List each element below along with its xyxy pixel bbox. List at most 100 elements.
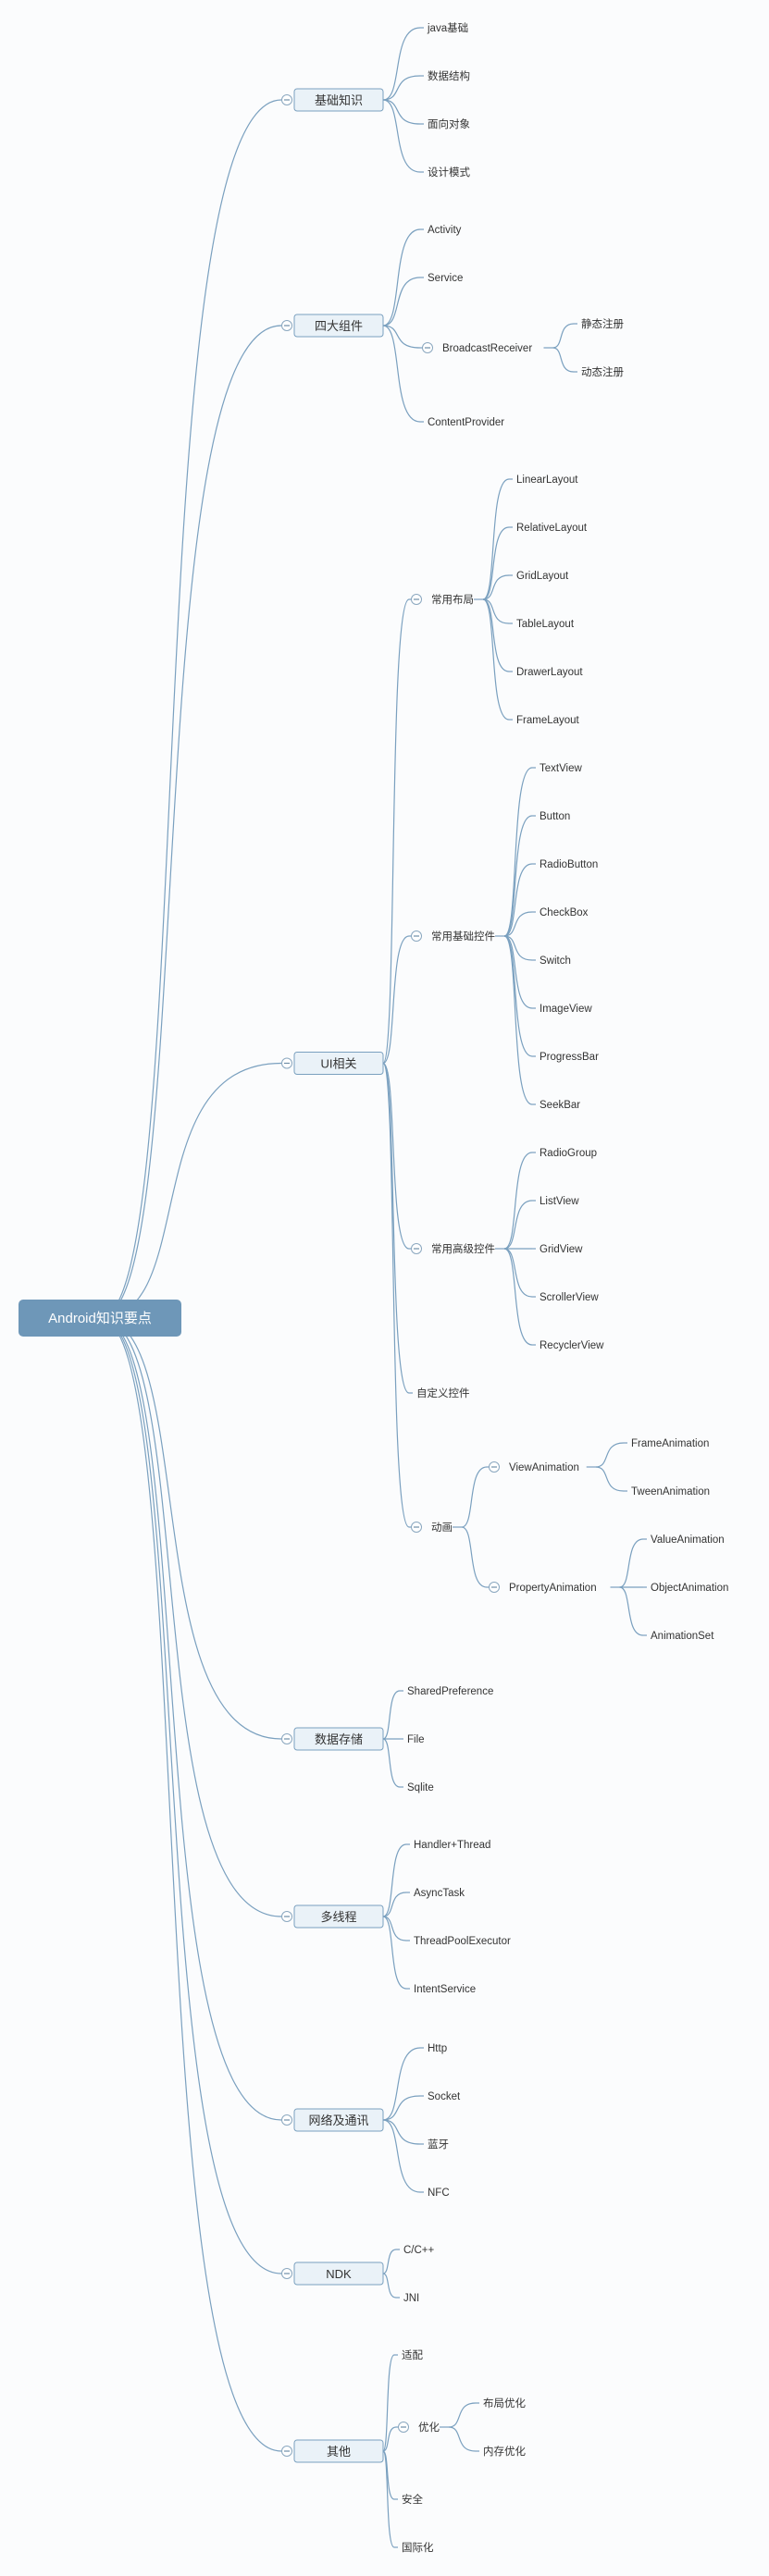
node-常用基础控件: 常用基础控件 [431,930,495,943]
edge [382,1062,410,1394]
node-recyclerview: RecyclerView [540,1340,604,1351]
node-linearlayout: LinearLayout [516,475,578,486]
edge [99,99,282,1319]
collapse-minus-icon[interactable] [281,1911,292,1922]
branch-其他[interactable]: 其他 [293,2439,384,2463]
node-radiogroup: RadioGroup [540,1148,597,1159]
node-内存优化: 内存优化 [483,2445,526,2458]
node-sharedpreference: SharedPreference [407,1686,493,1697]
node-checkbox: CheckBox [540,907,589,918]
node-蓝牙: 蓝牙 [428,2138,449,2151]
collapse-minus-icon[interactable] [411,1243,422,1254]
edge [382,1738,401,1788]
collapse-minus-icon[interactable] [281,1057,292,1069]
collapse-minus-icon[interactable] [281,2114,292,2126]
branch-label: UI相关 [320,1057,356,1071]
node-imageview: ImageView [540,1004,592,1015]
edge [382,2450,395,2500]
node-适配: 适配 [402,2349,423,2361]
edge [503,815,533,937]
edge [382,1690,401,1740]
node-seekbar: SeekBar [540,1100,580,1111]
edge [503,911,533,937]
edge [503,1248,533,1346]
edge [552,323,575,349]
node-framelayout: FrameLayout [516,715,580,726]
node-布局优化: 布局优化 [483,2397,526,2410]
node-jni: JNI [403,2293,419,2304]
edge [448,2426,477,2452]
node-gridlayout: GridLayout [516,571,569,582]
edge [99,1317,282,1740]
node-面向对象: 面向对象 [428,117,470,130]
edge [382,325,421,349]
branch-ui相关[interactable]: UI相关 [293,1052,384,1075]
edge [482,598,510,624]
branch-多线程[interactable]: 多线程 [293,1904,384,1929]
edge [382,99,421,125]
node-valueanimation: ValueAnimation [651,1535,725,1546]
node-frameanimation: FrameAnimation [631,1438,709,1449]
edge [503,767,533,937]
edge [503,1248,533,1298]
branch-基础知识[interactable]: 基础知识 [293,88,384,112]
collapse-minus-icon[interactable] [398,2422,409,2433]
edge-layer [99,27,647,2548]
collapse-minus-icon[interactable] [489,1461,500,1473]
collapse-minus-icon[interactable] [411,594,422,605]
collapse-minus-icon[interactable] [411,931,422,942]
edge [382,27,421,101]
edge [382,1062,410,1250]
node-layer: Android知识要点基础知识java基础数据结构面向对象设计模式四大组件Act… [19,22,728,2554]
node-threadpoolexecutor: ThreadPoolExecutor [414,1936,511,1947]
edge [461,1526,488,1588]
node-scrollerview: ScrollerView [540,1292,599,1303]
node-sqlite: Sqlite [407,1782,434,1793]
branch-四大组件[interactable]: 四大组件 [293,314,384,338]
root-node[interactable]: Android知识要点 [19,1300,181,1337]
branch-ndk[interactable]: NDK [293,2262,384,2286]
branch-网络及通讯[interactable]: 网络及通讯 [293,2108,384,2132]
edge [99,325,282,1319]
branch-label: 网络及通讯 [308,2114,368,2127]
collapse-minus-icon[interactable] [422,342,433,353]
node-propertyanimation: PropertyAnimation [509,1583,597,1594]
branch-label: 多线程 [320,1910,356,1924]
node-nfc: NFC [428,2188,450,2199]
collapse-minus-icon[interactable] [281,2446,292,2457]
node-常用布局: 常用布局 [431,594,474,606]
edge [482,478,510,600]
node-activity: Activity [428,225,462,236]
node-listview: ListView [540,1196,579,1207]
edge [382,75,421,101]
node-viewanimation: ViewAnimation [509,1462,579,1473]
node-switch: Switch [540,955,571,967]
edge [382,2426,397,2452]
edge [503,935,533,1105]
node-数据结构: 数据结构 [428,69,470,82]
node-设计模式: 设计模式 [428,166,470,179]
branch-数据存储[interactable]: 数据存储 [293,1727,384,1751]
edge [382,2119,421,2193]
edge [99,1317,282,2452]
collapse-minus-icon[interactable] [281,1733,292,1744]
edge [503,1152,533,1250]
collapse-minus-icon[interactable] [281,94,292,105]
edge [382,2095,421,2121]
root-label: Android知识要点 [48,1311,152,1326]
collapse-minus-icon[interactable] [281,2268,292,2279]
node-radiobutton: RadioButton [540,859,598,870]
node-http: Http [428,2043,447,2054]
node-socket: Socket [428,2091,461,2102]
collapse-minus-icon[interactable] [489,1582,500,1593]
edge [382,2047,421,2121]
edge [382,1843,407,1917]
node-relativelayout: RelativeLayout [516,523,588,534]
node-c-c: C/C++ [403,2245,435,2256]
edge [382,2354,395,2452]
node-tablelayout: TableLayout [516,619,575,630]
collapse-minus-icon[interactable] [411,1522,422,1533]
edge [482,526,510,600]
collapse-minus-icon[interactable] [281,320,292,331]
edge [382,2119,421,2145]
